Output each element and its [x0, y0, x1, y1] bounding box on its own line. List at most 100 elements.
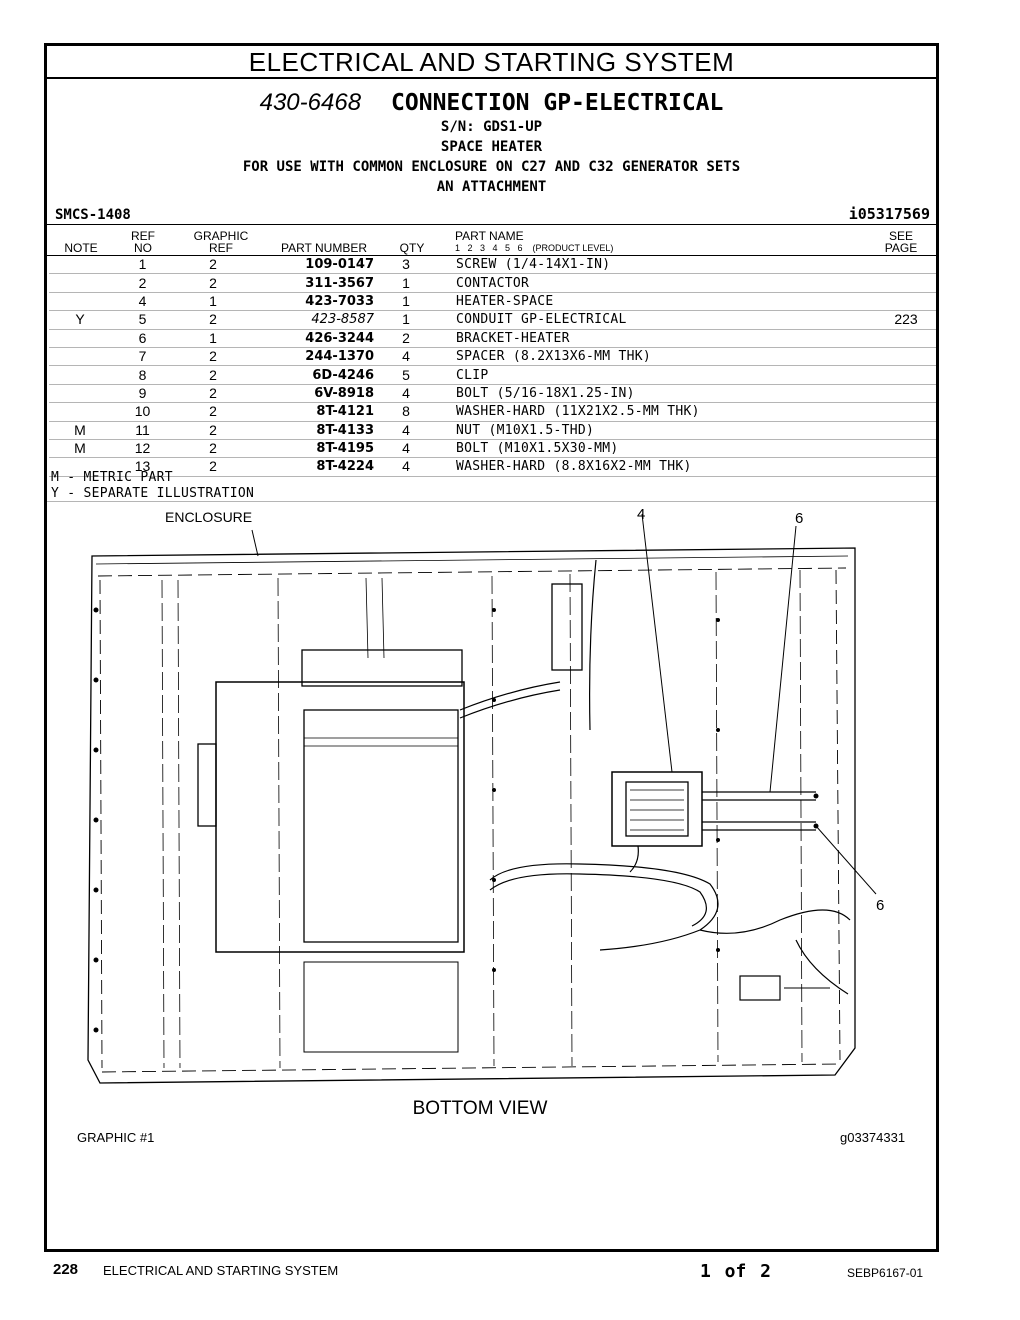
cell-graphic-ref: 2: [174, 310, 252, 330]
cell-part-name: BOLT (5/16-18X1.25-IN): [436, 384, 876, 404]
cell-qty: 4: [376, 384, 436, 404]
cell-part-number: 8T-4133: [252, 421, 376, 440]
cell-note: [49, 329, 111, 348]
cell-graphic-ref: 2: [174, 457, 252, 477]
col-qty: QTY: [399, 241, 425, 255]
cell-part-name: SCREW (1/4-14X1-IN): [436, 256, 876, 275]
group-name: CONNECTION GP-ELECTRICAL: [391, 90, 724, 116]
cell-graphic-ref: 2: [174, 439, 252, 459]
col-graphic-bottom: REF: [209, 241, 233, 255]
page-of: 1 of 2: [700, 1261, 772, 1282]
col-see-top: SEE: [888, 229, 913, 243]
cell-graphic-ref: 2: [174, 402, 252, 422]
cell-qty: 5: [376, 365, 436, 385]
smcs-code: SMCS-1408: [55, 207, 131, 223]
col-part-name: PART NAME: [455, 229, 524, 243]
cell-part-number: 311-3567: [252, 273, 376, 293]
cell-part-number: 109-0147: [252, 256, 376, 275]
cell-see-page: [876, 402, 936, 422]
footer-section: ELECTRICAL AND STARTING SYSTEM: [103, 1263, 339, 1278]
legend-rule: [47, 501, 936, 502]
cell-note: M: [49, 421, 111, 440]
legend-metric: M - METRIC PART: [51, 470, 173, 485]
cell-ref: 8: [111, 365, 174, 385]
page-number: 228: [53, 1261, 79, 1278]
cell-part-name: CONDUIT GP-ELECTRICAL: [436, 310, 876, 330]
callout-6-bottom: 6: [876, 897, 885, 914]
view-title: BOTTOM VIEW: [412, 1098, 548, 1119]
cell-part-name: BRACKET-HEATER: [436, 329, 876, 348]
cell-ref: 11: [111, 421, 174, 440]
cell-note: [49, 273, 111, 293]
col-part-number: PART NUMBER: [280, 241, 367, 255]
cell-part-number: 423-7033: [252, 292, 376, 312]
doc-id: SEBP6167-01: [847, 1266, 924, 1280]
cell-graphic-ref: 2: [174, 347, 252, 367]
usage-note: FOR USE WITH COMMON ENCLOSURE ON C27 AND…: [242, 159, 741, 175]
cell-ref: 2: [111, 273, 174, 293]
cell-see-page: [876, 384, 936, 404]
cell-note: [49, 347, 111, 367]
cell-note: M: [49, 439, 111, 459]
group-description: SPACE HEATER: [440, 139, 543, 155]
cell-graphic-ref: 2: [174, 365, 252, 385]
col-see-bottom: PAGE: [884, 241, 918, 255]
cell-part-number: 8T-4195: [252, 439, 376, 459]
cell-note: [49, 384, 111, 404]
cell-see-page: [876, 329, 936, 348]
cell-see-page: [876, 347, 936, 367]
cell-part-number: 8T-4121: [252, 402, 376, 422]
cell-ref: 7: [111, 347, 174, 367]
cell-ref: 13: [111, 457, 174, 477]
cell-qty: 1: [376, 292, 436, 312]
cell-part-name: SPACER (8.2X13X6-MM THK): [436, 347, 876, 367]
cell-qty: 4: [376, 421, 436, 440]
cell-qty: 3: [376, 256, 436, 275]
cell-part-name: CONTACTOR: [436, 273, 876, 293]
cell-part-name: HEATER-SPACE: [436, 292, 876, 312]
cell-see-page: [876, 457, 936, 477]
cell-ref: 4: [111, 292, 174, 312]
cell-see-page: [876, 421, 936, 440]
cell-graphic-ref: 2: [174, 384, 252, 404]
cell-ref: 9: [111, 384, 174, 404]
cell-graphic-ref: 2: [174, 273, 252, 293]
cell-see-page: 223: [876, 310, 936, 330]
cell-qty: 1: [376, 273, 436, 293]
cell-qty: 1: [376, 310, 436, 330]
cell-qty: 4: [376, 439, 436, 459]
cell-note: [49, 457, 111, 477]
serial-range: S/N: GDS1-UP: [440, 119, 543, 135]
graphic-id: g03374331: [840, 1130, 906, 1145]
graphic-label: GRAPHIC #1: [77, 1130, 155, 1145]
illustration-id: i05317569: [848, 205, 930, 223]
cell-see-page: [876, 365, 936, 385]
cell-see-page: [876, 273, 936, 293]
enclosure-label: ENCLOSURE: [165, 509, 253, 525]
group-header: 430-6468 CONNECTION GP-ELECTRICAL: [47, 89, 936, 117]
cell-see-page: [876, 256, 936, 275]
cell-graphic-ref: 2: [174, 256, 252, 275]
cell-note: [49, 292, 111, 312]
cell-ref: 1: [111, 256, 174, 275]
cell-qty: 4: [376, 347, 436, 367]
cell-graphic-ref: 1: [174, 329, 252, 348]
cell-part-name: BOLT (M10X1.5X30-MM): [436, 439, 876, 459]
col-note: NOTE: [64, 241, 98, 255]
cell-part-number: 426-3244: [252, 329, 376, 348]
cell-see-page: [876, 292, 936, 312]
cell-note: [49, 402, 111, 422]
legend-separate: Y - SEPARATE ILLUSTRATION: [51, 486, 255, 501]
callout-4: 4: [637, 506, 646, 523]
group-number: 430-6468: [259, 89, 362, 116]
cell-note: [49, 365, 111, 385]
cell-note: [49, 256, 111, 275]
